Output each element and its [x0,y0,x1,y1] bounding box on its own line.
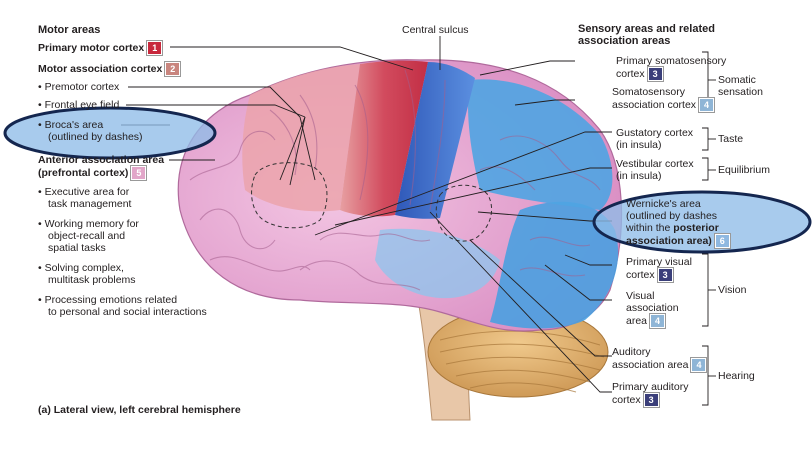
wern-label-2: (outlined by dashes [626,210,718,222]
pvc-text: cortex [626,268,655,281]
exec-label-2: task management [48,198,132,210]
aud-text: association area [612,358,689,371]
badge-3-pvc: 3 [656,267,674,283]
auditory-area [375,228,500,299]
badge-1: 1 [146,40,164,56]
central-sulcus-label: Central sulcus [402,24,469,36]
badge-4-aud: 4 [690,357,708,373]
badge-2: 2 [164,61,182,77]
solve-label-2: multitask problems [48,274,136,286]
badge-4-ssa: 4 [698,97,716,113]
wern-label-4: association area)6 [626,233,731,249]
anterior-text: (prefrontal cortex) [38,166,129,179]
broca-label-1: Broca's area [38,119,104,131]
vaa-label-2: association [626,302,679,314]
somatic-label-2: sensation [718,86,763,98]
equilibrium-label: Equilibrium [718,164,770,176]
hearing-label: Hearing [718,370,755,382]
primary-motor-text: Primary motor cortex [38,41,145,54]
psc-text: cortex [616,67,645,80]
taste-label: Taste [718,133,744,145]
wern-text-3b: posterior [673,222,719,234]
emo-label-1: Processing emotions related [38,294,178,306]
parietal-assoc [468,79,613,210]
pac-text: cortex [612,393,641,406]
pac-label-1: Primary auditory [612,381,689,393]
exec-label-1: Executive area for [38,186,130,198]
motor-areas-heading: Motor areas [38,24,101,36]
badge-3-pac: 3 [642,392,660,408]
anterior-label-2: (prefrontal cortex)5 [38,165,148,181]
solve-label-1: Solving complex, [38,262,124,274]
wm-label-2: object-recall and [48,230,126,242]
wernicke-outline [435,184,492,242]
badge-6: 6 [713,233,731,249]
wern-text-4: association area) [626,234,712,247]
wernicke-highlight [592,190,812,254]
ssa-label-1: Somatosensory [612,86,685,98]
wern-text-3: within the [626,222,671,234]
broca-label-2: (outlined by dashes) [48,131,143,143]
aud-label-1: Auditory [612,346,651,358]
pvc-label-1: Primary visual [626,256,692,268]
vest-label-2: (in insula) [616,170,662,182]
vision-label: Vision [718,284,747,296]
gust-label-1: Gustatory cortex [616,127,694,139]
motor-association-region [242,64,360,212]
sensory-heading-1: Sensory areas and related [578,23,715,35]
emo-label-2: to personal and social interactions [48,306,207,318]
badge-3-psc: 3 [646,66,664,82]
ssa-text: association cortex [612,98,697,111]
frontal-eye-label: Frontal eye field [38,99,120,111]
figure-caption: (a) Lateral view, left cerebral hemisphe… [38,404,241,416]
primary-somatosensory-region [395,62,475,219]
motor-assoc-text: Motor association cortex [38,62,163,75]
wm-label-3: spatial tasks [48,242,106,254]
vaa-label-1: Visual [626,290,655,302]
wern-label-3: within the posterior [626,222,719,234]
vaa-text: area [626,314,648,327]
psc-label-1: Primary somatosensory [616,55,727,67]
vest-label-1: Vestibular cortex [616,158,694,170]
wm-label-1: Working memory for [38,218,139,230]
badge-4-vaa: 4 [649,313,667,329]
somatic-label-1: Somatic [718,74,756,86]
sensory-heading-2: association areas [578,35,671,47]
gust-label-2: (in insula) [616,139,662,151]
badge-5: 5 [130,165,148,181]
wern-label-1: Wernicke's area [626,198,701,210]
premotor-label: Premotor cortex [38,81,120,93]
anterior-label-1: Anterior association area [38,154,165,166]
